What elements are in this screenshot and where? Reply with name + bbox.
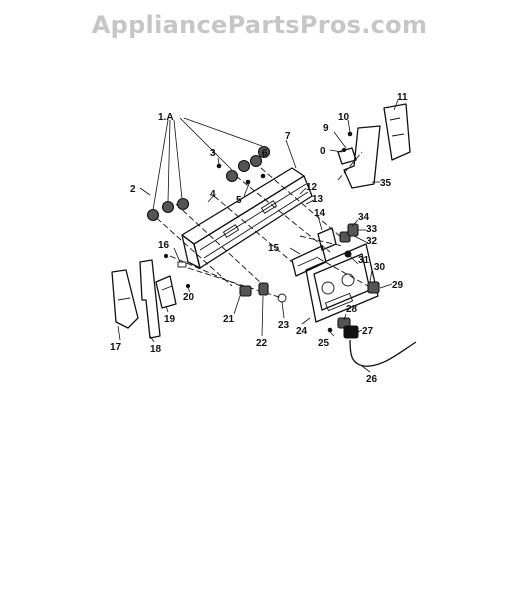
callout-13: 13	[312, 194, 324, 205]
callout-17: 17	[110, 342, 122, 353]
callout-3: 3	[210, 148, 216, 159]
callout-11: 11	[397, 92, 408, 103]
right-end-cap	[337, 103, 411, 189]
callout-23: 23	[278, 320, 290, 331]
control-knobs	[146, 145, 271, 222]
callout-24: 24	[296, 326, 308, 337]
callout-5: 5	[236, 195, 242, 206]
callout-8: 0	[320, 146, 326, 157]
power-cord	[343, 325, 417, 367]
callout-16: 16	[158, 240, 170, 251]
callout-30: 30	[374, 262, 386, 273]
callout-34: 34	[358, 212, 370, 223]
callout-12: 12	[306, 182, 318, 193]
small-components	[239, 223, 380, 333]
callout-32: 32	[366, 236, 378, 247]
callout-21: 21	[223, 314, 235, 325]
callout-10: 10	[338, 112, 350, 123]
callout-6: 6	[262, 148, 268, 159]
callout-29: 29	[392, 280, 404, 291]
callout-18: 18	[150, 344, 162, 355]
callout-31: 31	[358, 255, 370, 266]
callout-2: 2	[130, 184, 136, 195]
callout-26: 26	[366, 374, 378, 385]
callout-27: 27	[362, 326, 374, 337]
leader-lines	[117, 99, 399, 373]
callout-35: 35	[380, 178, 392, 189]
callout-25: 25	[318, 338, 330, 349]
callout-33: 33	[366, 224, 378, 235]
callout-labels: 1.A 2 3 4 5 6 7 0 9 10 11 12 13 14 15 16…	[110, 92, 408, 385]
watermark: AppliancePartsPros.com	[91, 11, 428, 39]
callout-22: 22	[256, 338, 268, 349]
callout-28: 28	[346, 304, 358, 315]
callout-9: 9	[323, 123, 329, 134]
callout-15: 15	[268, 243, 280, 254]
callout-1a: 1.A	[158, 112, 174, 123]
callout-14: 14	[314, 208, 326, 219]
control-panel-backguard	[181, 167, 313, 269]
callout-19: 19	[164, 314, 176, 325]
left-end-cap	[111, 253, 191, 339]
callout-7: 7	[285, 131, 291, 142]
callout-20: 20	[183, 292, 195, 303]
callout-4: 4	[210, 189, 216, 200]
assembly-guide-lines	[149, 151, 369, 299]
